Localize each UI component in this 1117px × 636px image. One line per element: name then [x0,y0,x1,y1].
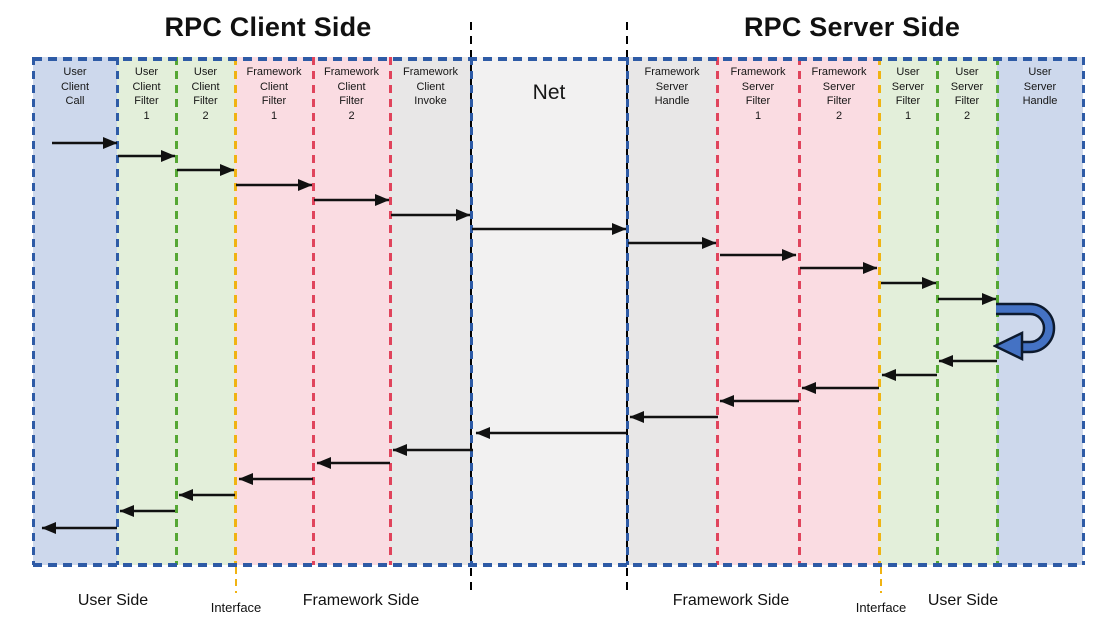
framework-side-left-label: Framework Side [302,592,420,609]
lane-header-line: Framework [644,66,700,78]
lane-header-line: Filter [134,95,159,107]
lane-header-line: 1 [270,109,278,122]
lane-header-line: Handle [654,95,690,107]
lane-header-line: Framework [402,66,458,78]
interface-line [234,567,238,593]
lane-border-blue [625,57,629,565]
lane-header-line: Server [891,80,925,93]
lane-header-line: Client [60,80,90,93]
lane-border-blue [31,57,35,565]
lane-header-line: Client [132,80,161,93]
lane-border-green [935,57,939,565]
client-side-title: RPC Client Side [164,12,372,42]
lane-header-line: Client [337,80,366,93]
frame-top-border [33,57,1083,61]
lane-header-line: Filter [261,95,287,107]
lane-header-line: User [1028,66,1052,78]
lane-border-red [388,57,392,565]
lane-header-line: Call [65,95,85,107]
lane-header-line: User [955,66,979,78]
lane-border-orange [877,57,881,565]
lane-header-line: 1 [904,109,912,122]
lane-header-line: 1 [754,109,762,122]
user-side-left-label: User Side [77,592,149,609]
lane-header-line: Net [532,81,566,104]
lane-header-line: User [134,66,159,78]
lane-header-line: Client [191,80,220,93]
lane-border-green [995,57,999,565]
lane-header-line: Filter [339,95,364,107]
lane-header-line: User [896,66,920,78]
lane-header-line: Framework [811,66,867,78]
lane-header-line: Client [416,80,445,93]
lane-header-line: Server [741,80,775,93]
lane-header-line: Framework [246,66,302,78]
lane-header-line: Handle [1022,95,1058,107]
lane-header-line: 2 [348,109,355,122]
lane-header-line: Filter [826,95,852,107]
lane-border-blue [115,57,119,565]
user-side-right-label: User Side [927,592,999,609]
server-side-title: RPC Server Side [743,12,961,42]
lane-header-line: Server [822,80,856,93]
lane-border-blue [469,57,473,565]
lane-header-net: Net [471,81,627,105]
lane-header-line: 2 [963,109,971,122]
lane-net: Net [471,57,627,565]
lane-border-red [797,57,801,565]
lane-border-red [311,57,315,565]
lane-header-line: 2 [202,109,209,122]
lane-header-line: Framework [323,66,379,78]
lane-header-line: Filter [193,95,218,107]
framework-side-right-label: Framework Side [672,592,790,609]
interface-right-label: Interface [855,600,907,615]
lane-header-line: Server [655,80,689,93]
lane-header-line: Framework [730,66,786,78]
lane-border-red [715,57,719,565]
lane-border-orange [233,57,237,565]
lane-header-line: User [63,66,87,78]
interface-left-label: Interface [210,600,262,615]
lane-header-line: 2 [835,109,843,122]
lane-border-blue [1081,57,1085,565]
lane-header-line: Invoke [414,95,447,107]
lane-header-line: 1 [143,109,150,122]
lane-border-green [174,57,178,565]
interface-line [879,567,883,593]
lane-header-line: Filter [745,95,771,107]
lane-header-line: Client [259,80,289,93]
frame-bottom-border [33,563,1083,567]
lane-header-line: Filter [895,95,921,107]
lane-header-line: Server [950,80,984,93]
lane-header-line: User [193,66,218,78]
lane-header-line: Filter [954,95,980,107]
lane-header-line: Server [1023,80,1057,93]
